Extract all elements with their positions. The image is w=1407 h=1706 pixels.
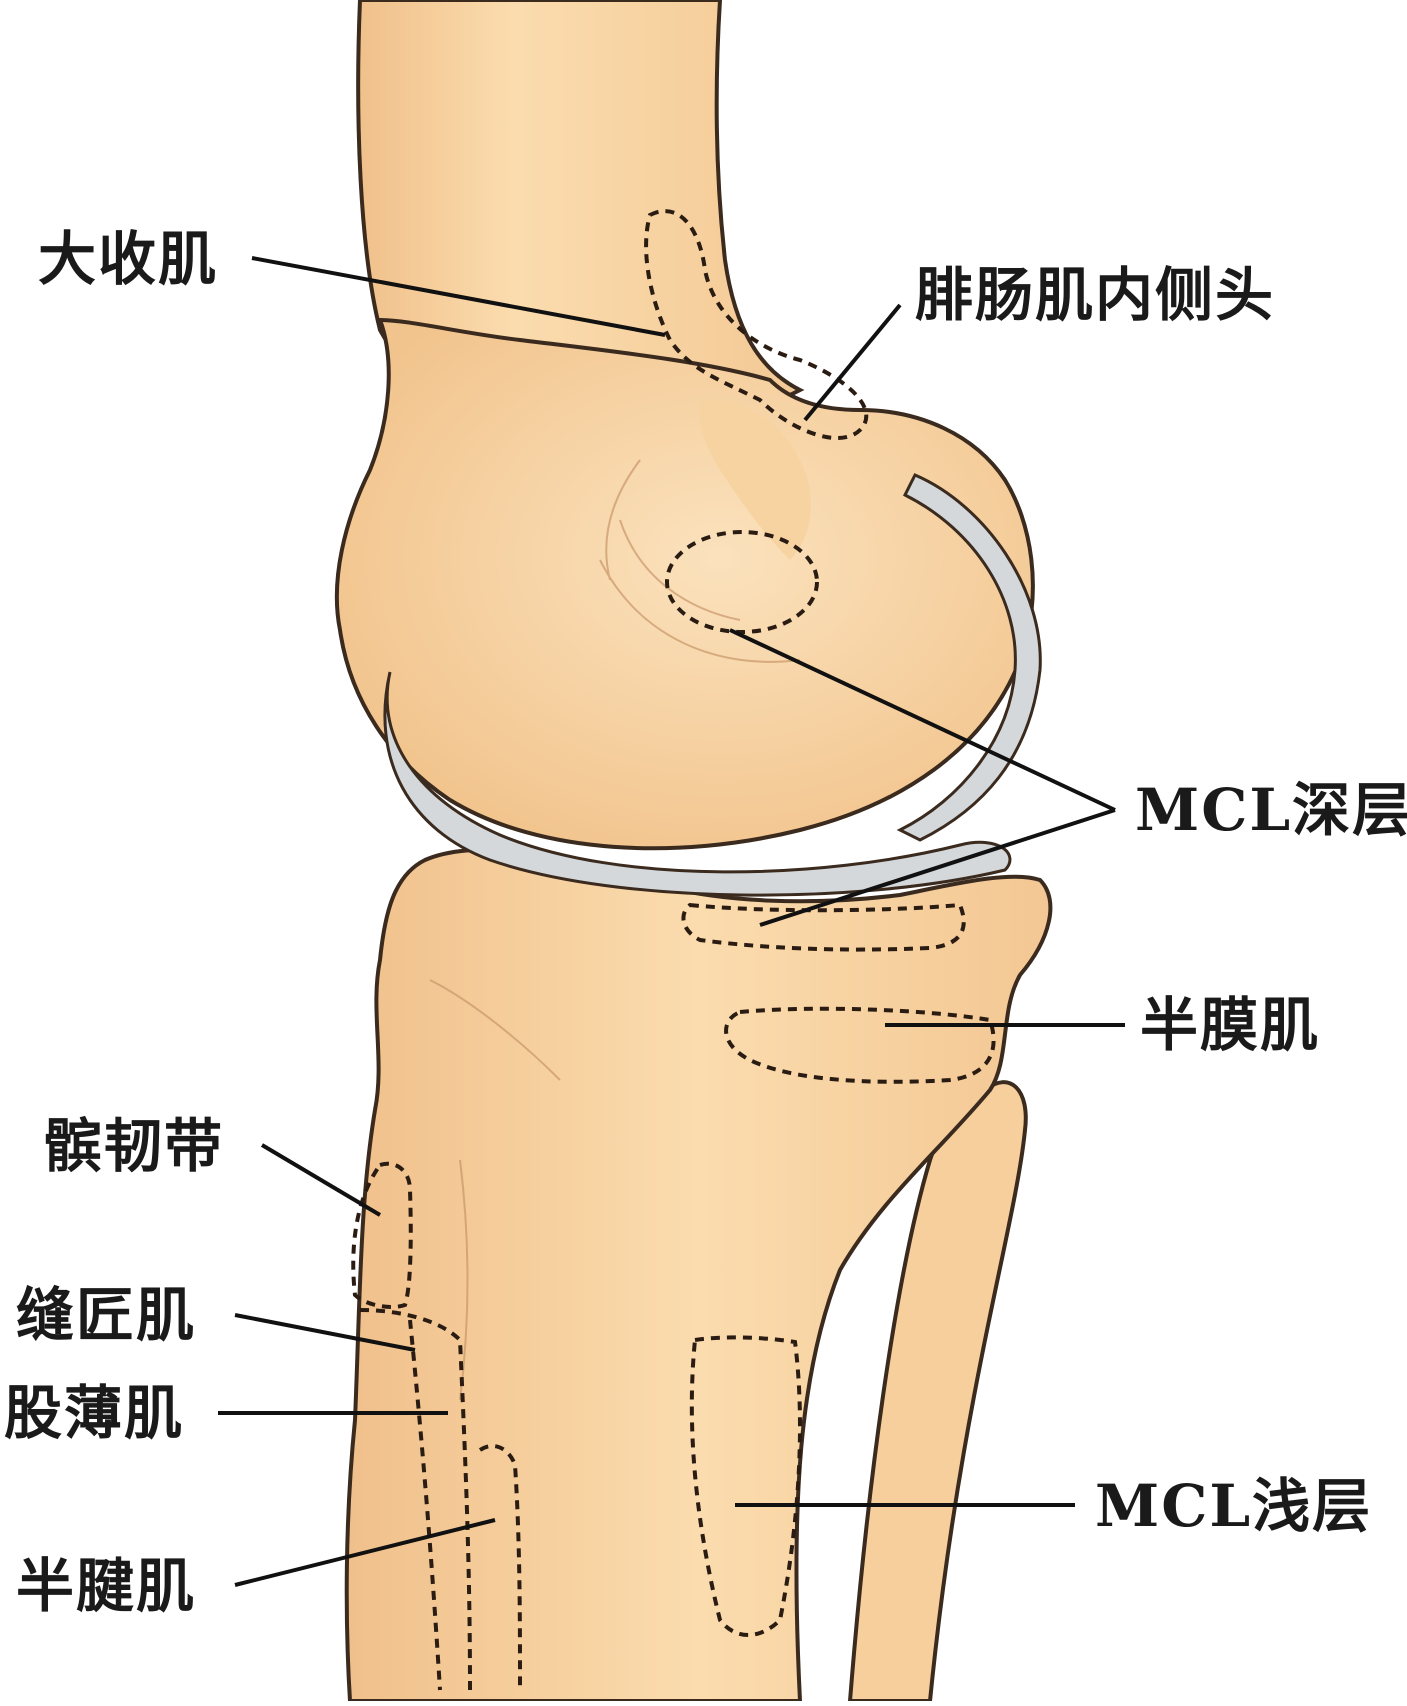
superficial-mcl-tibial-footprint: [689, 1335, 802, 1637]
leader-patellar-tendon: [260, 1143, 382, 1217]
semimembranosus-footprint: [724, 1006, 996, 1084]
adductor-magnus-footprint: [644, 209, 869, 440]
shading-lines: [429, 459, 801, 1401]
label-adductor-magnus: 大收肌: [38, 225, 219, 293]
medial-meniscus: [383, 671, 1012, 897]
label-superficial-mcl: MCL浅层: [1095, 1472, 1373, 1540]
leader-gastrocnemius: [803, 303, 902, 422]
label-iliotibial-band: 髌韧带: [44, 1112, 225, 1180]
patellar-tendon-footprint: [351, 1161, 413, 1309]
label-deep-mcl: MCL深层: [1135, 776, 1407, 844]
adductor-tubercle: [698, 399, 811, 560]
label-gastrocnemius-medial-head: 腓肠肌内侧头: [915, 261, 1276, 329]
leader-deep-mcl-upper: [729, 628, 1116, 812]
insertion-footprints: [351, 209, 996, 1691]
deep-mcl-femoral-footprint: [665, 530, 819, 634]
leader-sartorius: [234, 1313, 416, 1352]
leader-semitendinosus: [234, 1518, 496, 1587]
label-gracilis: 股薄肌: [4, 1379, 185, 1447]
leader-adductor-magnus: [251, 256, 666, 337]
leader-deep-mcl-lower: [759, 808, 1116, 927]
leader-lines: [218, 256, 1125, 1587]
femur-condyle: [334, 317, 1035, 851]
label-sartorius: 缝匠肌: [16, 1281, 197, 1349]
pes-anserinus-footprint: [359, 1308, 522, 1691]
meniscus-posterior-horn: [896, 473, 1042, 842]
deep-mcl-tibial-footprint: [681, 902, 966, 952]
label-semimembranosus: 半膜肌: [1140, 991, 1321, 1059]
label-semitendinosus: 半腱肌: [16, 1552, 197, 1620]
